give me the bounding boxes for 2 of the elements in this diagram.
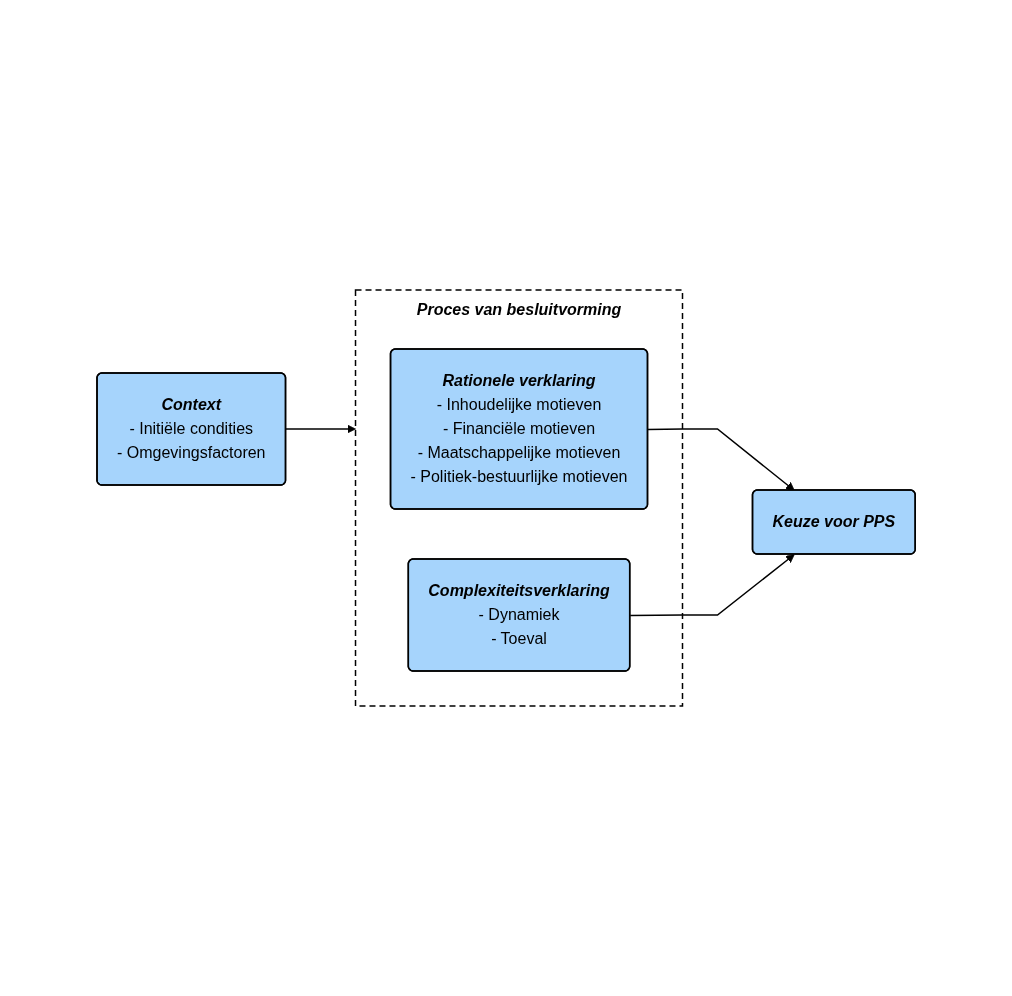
arrow — [629, 554, 795, 617]
arrow — [647, 428, 795, 491]
